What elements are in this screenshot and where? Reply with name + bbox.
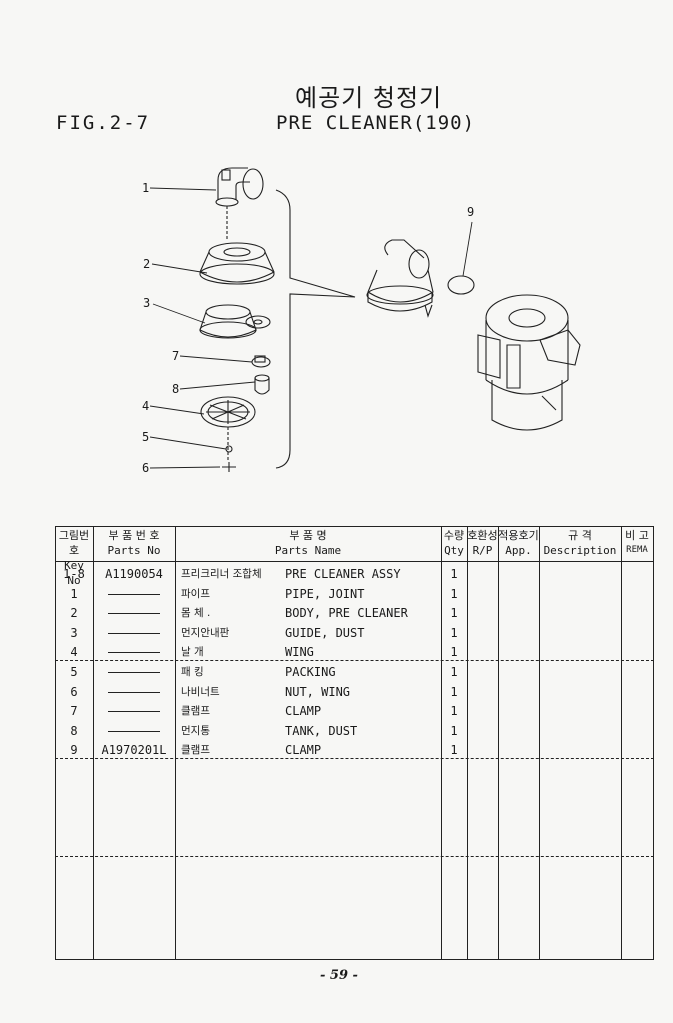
header-app: 적용호기 App. — [498, 529, 539, 557]
callout-7: 7 — [172, 349, 179, 363]
table-row-2-name_ko: 몸 체 . — [181, 607, 211, 620]
callout-9: 9 — [467, 205, 474, 219]
callout-4: 4 — [142, 399, 149, 413]
table-row-2-key: 2 — [70, 606, 78, 621]
callout-5: 5 — [142, 430, 149, 444]
clamp-9-drawing — [447, 275, 475, 295]
dust-guide-drawing — [199, 304, 271, 339]
table-row-7-name_en: CLAMP — [285, 704, 322, 719]
figure-number: FIG.2-7 — [56, 112, 151, 134]
title-korean: 예공기 청정기 — [295, 84, 443, 112]
clamp-drawing — [251, 355, 271, 368]
parts-table: 그림번호 Key No 부 품 번 호 Parts No 부 품 명 Parts… — [55, 526, 654, 960]
parts-no-blank-line — [108, 672, 160, 673]
table-row-0-name_en: PRE CLEANER ASSY — [285, 567, 401, 581]
table-row-9-parts_no: A1970201L — [101, 743, 167, 758]
header-rp: 호환성 R/P — [467, 529, 498, 557]
parts-no-blank-line — [108, 691, 160, 693]
air-cleaner-drawing — [477, 294, 581, 431]
table-row-5-key: 5 — [70, 665, 78, 679]
dust-tank-drawing — [254, 374, 270, 395]
callout-1: 1 — [142, 181, 149, 195]
wing-drawing — [200, 396, 256, 428]
table-row-6-name_ko: 나비너트 — [181, 685, 220, 698]
table-row-3-name_ko: 먼지안내판 — [181, 626, 230, 639]
table-row-2-name_en: BODY, PRE CLEANER — [285, 606, 408, 621]
packing-drawing — [225, 445, 233, 453]
table-row-1-parts_no — [93, 584, 175, 604]
title-english: PRE CLEANER(190) — [276, 112, 476, 134]
table-row-2-qty: 1 — [450, 606, 458, 621]
exploded-parts-drawing: 1 2 3 7 8 4 5 6 9 — [142, 167, 581, 475]
callout-3: 3 — [143, 296, 150, 310]
table-row-9-name_en: CLAMP — [285, 743, 322, 758]
table-row-3-parts_no — [93, 623, 175, 643]
leader-lines — [149, 187, 473, 469]
table-row-5-name_ko: 패 킹 — [181, 666, 204, 678]
table-row-7-qty: 1 — [450, 704, 458, 719]
parts-no-blank-line — [108, 632, 160, 634]
header-key-no: 그림번호 Key No — [58, 529, 90, 587]
table-row-7-parts_no — [93, 701, 175, 721]
parts-no-blank-line — [108, 652, 160, 654]
table-row-2-parts_no — [93, 603, 175, 623]
table-row-6-name_en: NUT, WING — [285, 684, 351, 699]
callout-8: 8 — [172, 382, 179, 396]
table-row-7-name_ko: 클램프 — [181, 705, 210, 718]
parts-no-blank-line — [108, 613, 160, 615]
table-row-1-key: 1 — [70, 586, 78, 601]
header-rema: 비 고 REMA — [625, 529, 649, 555]
table-row-4-qty: 1 — [450, 645, 458, 660]
table-row-8-name_en: TANK, DUST — [285, 723, 358, 738]
table-row-0-name_ko: 프리크리너 조합체 — [181, 568, 262, 580]
body-drawing — [199, 242, 275, 285]
table-row-6-qty: 1 — [450, 684, 458, 699]
table-row-4-name_ko: 날 개 — [181, 646, 204, 659]
table-row-6-key: 6 — [70, 684, 78, 699]
assembled-pre-cleaner-drawing — [366, 239, 434, 318]
table-row-8-parts_no — [93, 721, 175, 741]
table-row-5-parts_no — [93, 662, 175, 682]
header-parts-name: 부 품 명 Parts Name — [274, 529, 342, 557]
callout-6: 6 — [142, 461, 149, 475]
table-row-3-key: 3 — [70, 625, 78, 640]
table-row-1-name_en: PIPE, JOINT — [285, 586, 365, 601]
table-row-9-key: 9 — [70, 743, 78, 758]
table-row-5-qty: 1 — [450, 665, 458, 679]
pipe-joint-drawing — [215, 167, 264, 240]
parts-no-blank-line — [108, 593, 160, 595]
table-row-8-qty: 1 — [450, 723, 458, 738]
table-row-3-name_en: GUIDE, DUST — [285, 625, 365, 640]
table-row-4-name_en: WING — [285, 645, 314, 660]
wing-nut-drawing — [222, 462, 236, 472]
parts-no-blank-line — [108, 730, 160, 732]
group-bracket — [275, 189, 356, 469]
header-description: 규 격 Description — [543, 529, 617, 557]
table-row-0-qty: 1 — [450, 567, 458, 581]
table-row-1-qty: 1 — [450, 586, 458, 601]
table-row-7-key: 7 — [70, 704, 78, 719]
table-row-9-qty: 1 — [450, 743, 458, 758]
table-row-4-parts_no — [93, 642, 175, 662]
table-row-3-qty: 1 — [450, 625, 458, 640]
table-row-9-name_ko: 클램프 — [181, 744, 210, 757]
callout-2: 2 — [143, 257, 150, 271]
parts-no-blank-line — [108, 711, 160, 713]
header-parts-no: 부 품 번 호 Parts No — [107, 529, 161, 557]
table-row-1-name_ko: 파이프 — [181, 587, 210, 600]
table-row-4-key: 4 — [70, 645, 78, 660]
table-row-0-key: 1-8 — [63, 567, 85, 581]
table-row-0-parts_no: A1190054 — [105, 567, 163, 581]
page-number: - 59 - — [320, 968, 358, 983]
table-row-6-parts_no — [93, 682, 175, 702]
table-row-8-key: 8 — [70, 723, 78, 738]
table-row-5-name_en: PACKING — [285, 665, 336, 679]
table-row-8-name_ko: 먼지통 — [181, 724, 210, 737]
header-qty: 수량 Qty — [443, 529, 465, 557]
